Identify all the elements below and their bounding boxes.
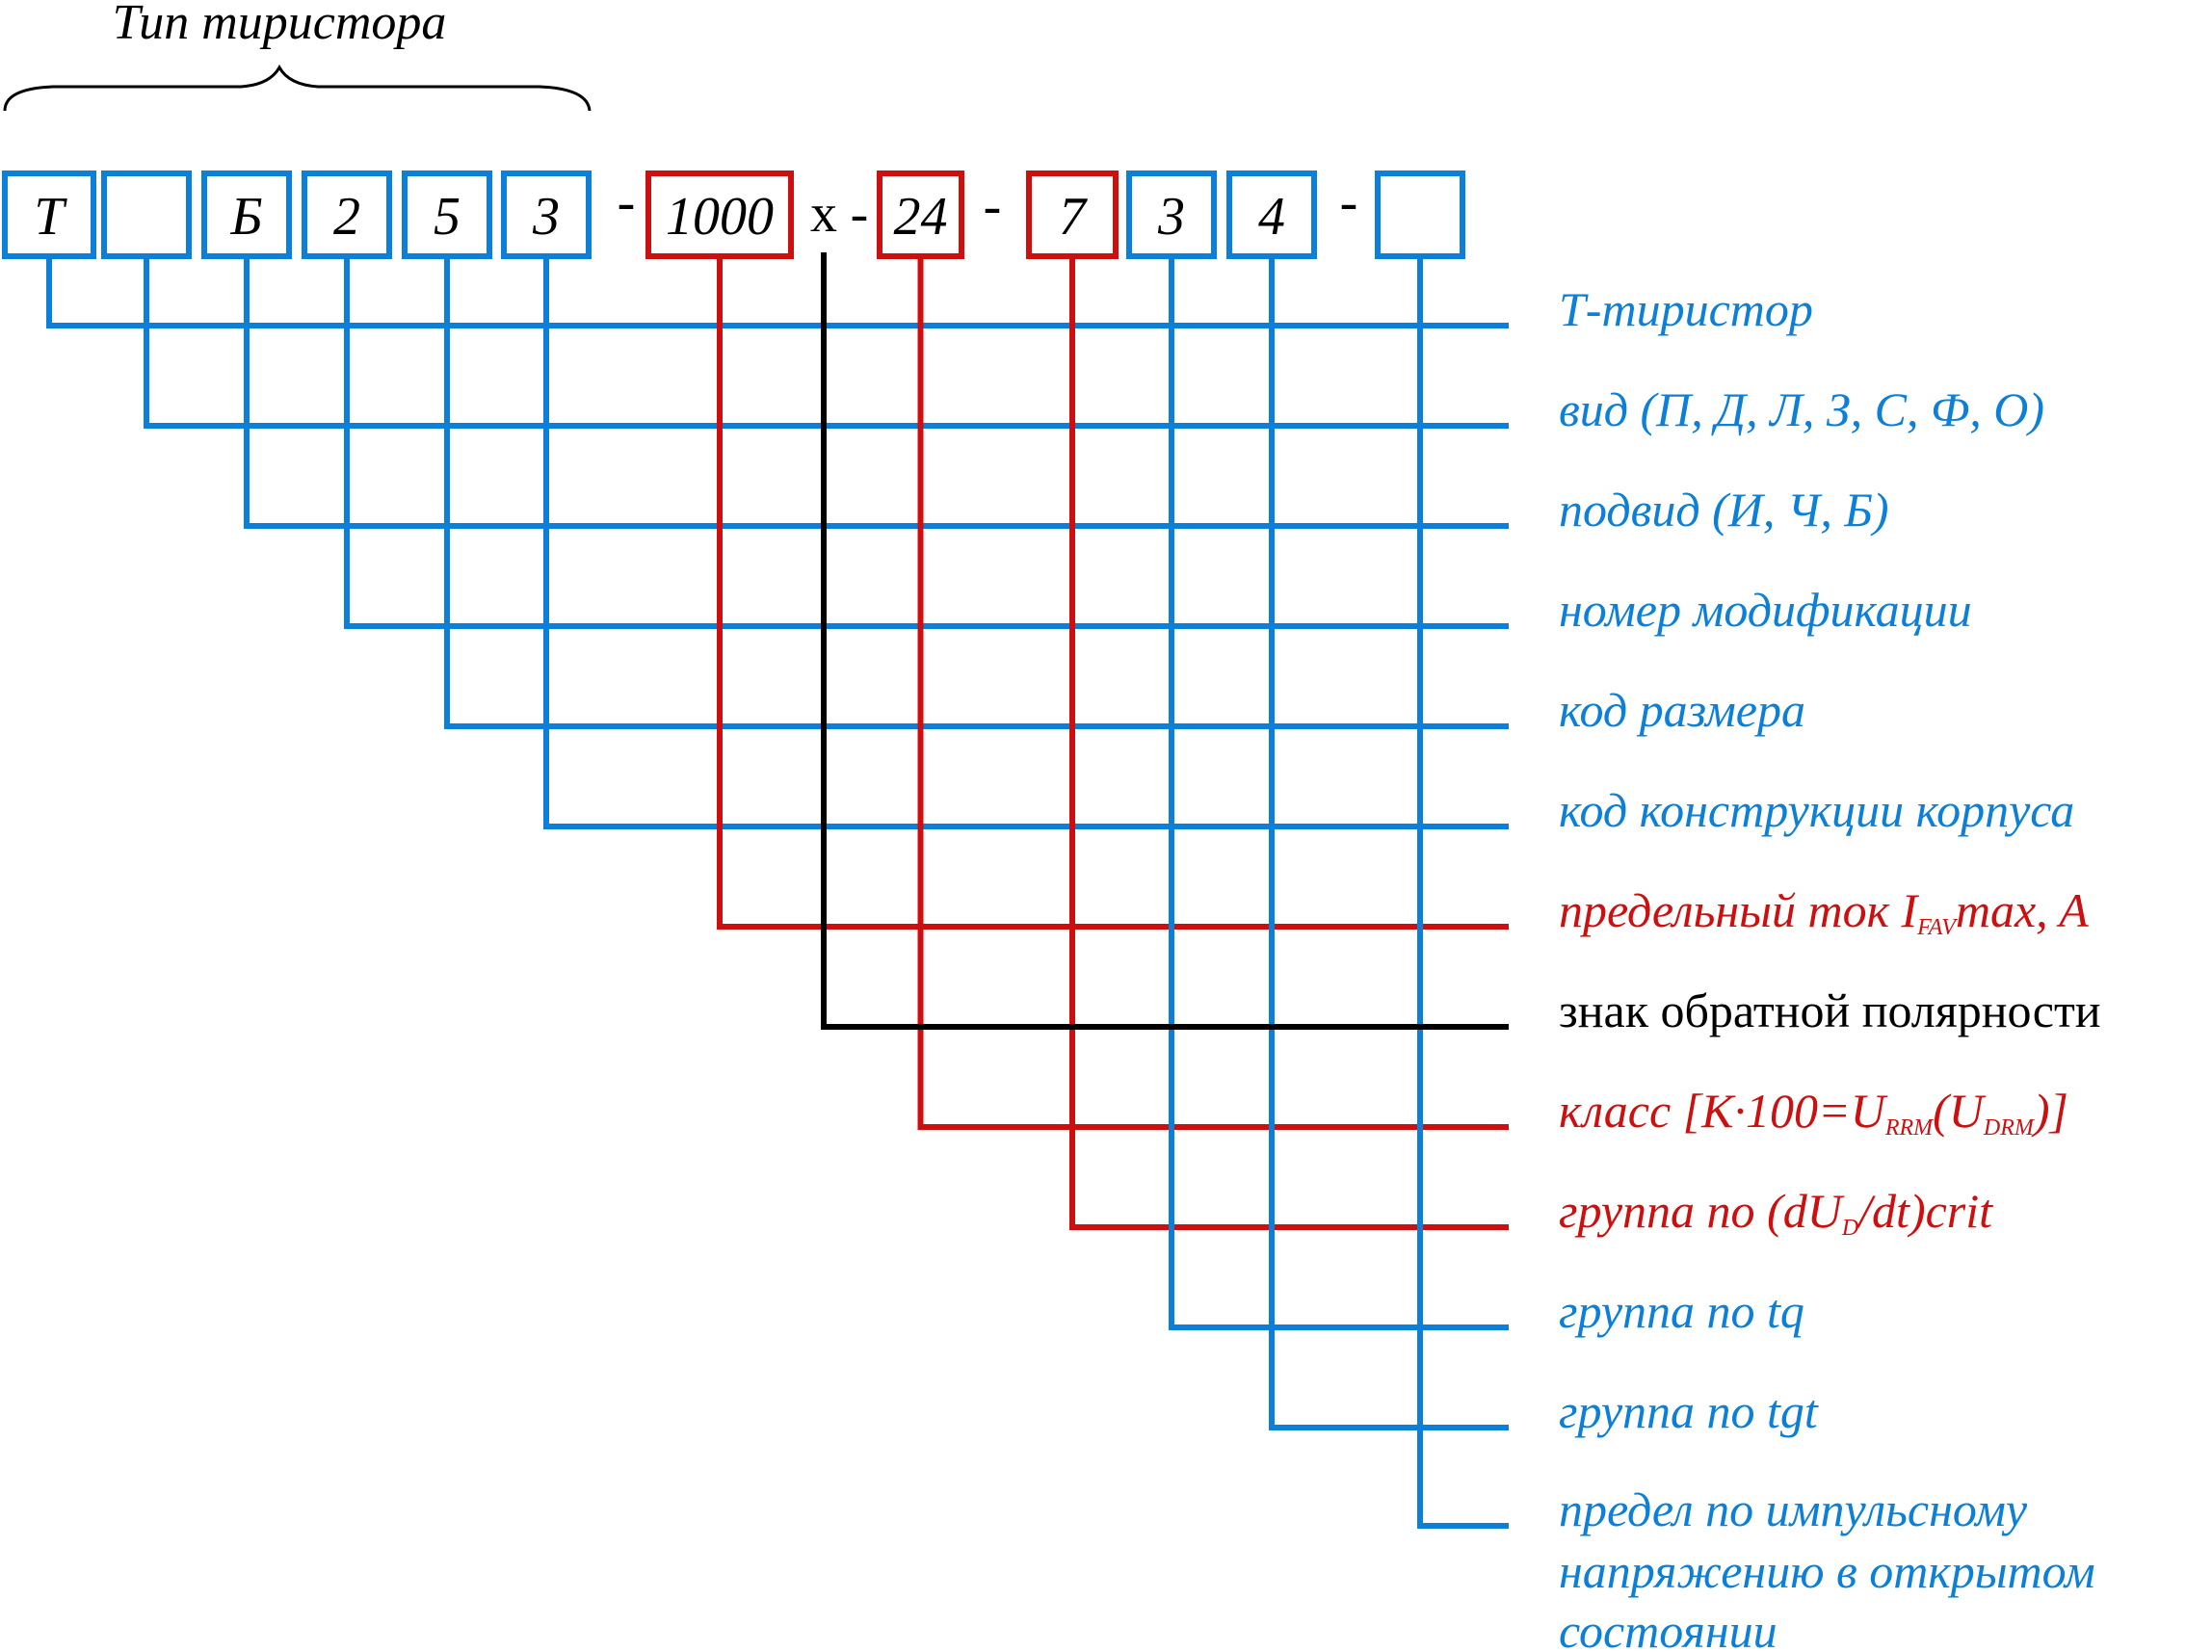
label-pulse-voltage-1: предел по импульсному (1559, 1482, 2028, 1536)
box-text-podvid: Б (229, 187, 262, 247)
box-text-case: 3 (532, 187, 560, 247)
label-tq-group: группа по tq (1559, 1284, 1804, 1338)
box-text-current: 1000 (666, 187, 774, 247)
connector-tq (1169, 256, 1509, 1330)
label-reverse-polarity: знак обратной полярности (1559, 983, 2101, 1037)
box-pulse (1375, 170, 1465, 259)
label-dudt-group: группа по (dUD/dt)crit (1559, 1184, 1993, 1241)
separator-x: x (810, 184, 837, 244)
box-text-dudt: 7 (1059, 187, 1088, 247)
box-text-t: Т (34, 187, 67, 247)
label-subkind: подвид (И, Ч, Б) (1559, 483, 1888, 537)
separator-dash-2: - (851, 184, 869, 244)
box-vid (101, 170, 192, 259)
box-dudt (1026, 170, 1119, 259)
labels: Т-тиристор вид (П, Д, Л, З, С, Ф, О) под… (1559, 282, 2101, 1652)
label-pulse-voltage-3: состоянии (1559, 1604, 1778, 1652)
connector-pulse (1417, 256, 1509, 1529)
box-tgt (1226, 170, 1317, 259)
connector-dudt (1069, 256, 1509, 1230)
box-tq (1126, 170, 1217, 259)
separators: - x - - - (618, 172, 1358, 244)
box-podvid (201, 170, 292, 259)
box-class (877, 170, 964, 259)
box-t (2, 170, 96, 259)
connector-current (717, 256, 1509, 930)
title-brace (3, 64, 592, 112)
box-text-mod: 2 (333, 187, 360, 247)
connector-case (543, 256, 1509, 829)
connector-polarity (821, 252, 1509, 1030)
connector-size (444, 256, 1509, 729)
code-boxes: Т Б 2 5 3 1000 24 7 3 4 (2, 170, 1465, 259)
box-text-size: 5 (434, 187, 461, 247)
label-limit-current: предельный ток IFAVmax, A (1559, 883, 2089, 940)
separator-dash-3: - (984, 176, 1002, 236)
connector-class (917, 256, 1509, 1130)
label-thyristor: Т-тиристор (1559, 282, 1813, 336)
label-modification: номер модификации (1559, 583, 1972, 637)
box-text-class: 24 (894, 187, 948, 247)
box-text-tgt: 4 (1258, 187, 1285, 247)
label-case-code: код конструкции корпуса (1559, 783, 2074, 837)
connector-podvid (244, 256, 1509, 529)
label-tgt-group: группа по tgt (1559, 1384, 1819, 1438)
separator-dash-1: - (618, 172, 636, 232)
box-case (501, 170, 592, 259)
connector-tgt (1269, 256, 1509, 1430)
box-size (402, 170, 492, 259)
connector-vid (144, 256, 1509, 429)
label-pulse-voltage-2: напряжению в открытом (1559, 1544, 2095, 1598)
label-size-code: код размера (1559, 683, 1805, 737)
box-current (645, 170, 794, 259)
separator-dash-4: - (1340, 172, 1358, 232)
title-type: Тип тиристора (113, 0, 447, 50)
connector-lines (46, 252, 1509, 1529)
label-kind: вид (П, Д, Л, З, С, Ф, О) (1559, 382, 2044, 436)
box-text-tq: 3 (1157, 187, 1185, 247)
connector-t (46, 256, 1509, 328)
connector-mod (344, 256, 1509, 629)
box-mod (302, 170, 392, 259)
label-class: класс [K·100=URRM(UDRM)] (1559, 1084, 2068, 1141)
